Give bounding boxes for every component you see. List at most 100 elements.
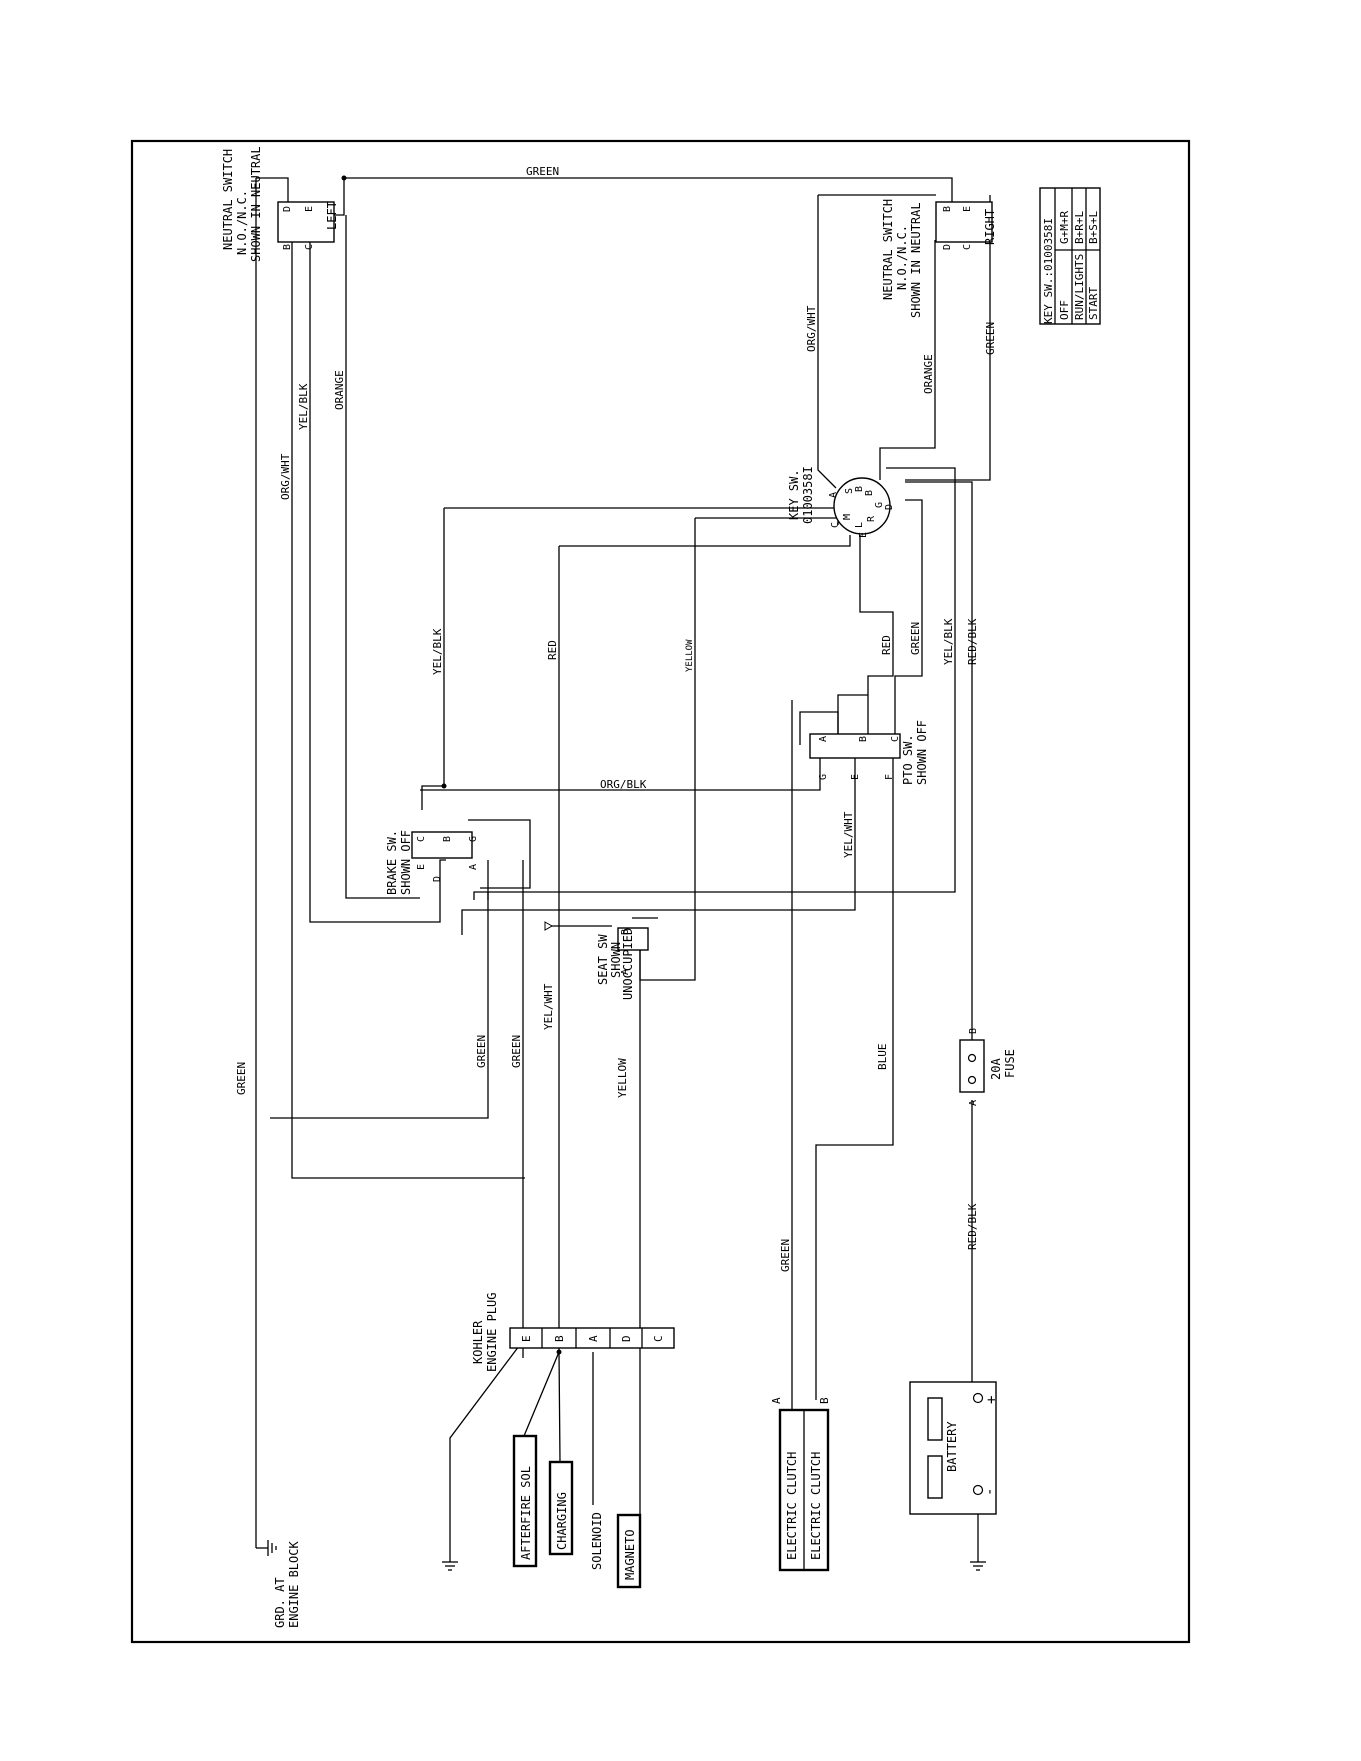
- wire-brake-g: [468, 819, 531, 889]
- label-red-blk-right: RED/BLK: [966, 618, 979, 665]
- magneto-label: MAGNETO: [623, 1529, 637, 1580]
- label-red-blk-battery: RED/BLK: [966, 1203, 979, 1250]
- brake-switch: BRAKE SW. SHOWN OFF C B G E D A: [385, 830, 479, 895]
- wire-yel-blk-left: [309, 240, 446, 923]
- neutral-left-body: [277, 201, 335, 243]
- label-org-wht-left: ORG/WHT: [279, 453, 292, 500]
- wire-yellow-mid: [639, 518, 696, 981]
- fuse-title-2: FUSE: [1003, 1049, 1017, 1078]
- label-green-top: GREEN: [526, 165, 559, 178]
- key-switch-title-2: 0100358I: [801, 466, 815, 524]
- junction-dot: [556, 1349, 562, 1355]
- label-yellow-mid: YELLOW: [685, 639, 695, 672]
- neutral-right-title-3: SHOWN IN NEUTRAL: [909, 202, 923, 318]
- pin-label: R: [866, 515, 877, 522]
- battery-plus: +: [984, 1396, 1000, 1404]
- neutral-right-body: [935, 201, 993, 243]
- label-org-wht-right: ORG/WHT: [805, 305, 818, 352]
- engine-plug-title-1: KOHLER: [471, 1320, 485, 1364]
- label-green-key: GREEN: [909, 622, 922, 655]
- pin-label: E: [416, 864, 427, 870]
- pin-label: C: [830, 522, 841, 528]
- arrow-icon: [544, 921, 554, 931]
- wire-red-key: [859, 535, 894, 735]
- ground-engine-block: [256, 1540, 277, 1556]
- neutral-right-title-2: N.O./N.C.: [895, 225, 909, 290]
- pin-label: C: [962, 244, 973, 250]
- label-green-brake1: GREEN: [475, 1035, 488, 1068]
- seat-title-2: SHOWN: [609, 942, 623, 978]
- ground-label-1: GRD. AT: [273, 1577, 287, 1628]
- pin-label: B: [442, 836, 453, 842]
- wire-red-blk-right: [905, 481, 973, 1040]
- pin-label: A: [620, 969, 631, 975]
- pin-label: D: [432, 876, 443, 882]
- electric-clutch: ELECTRIC CLUTCH ELECTRIC CLUTCH A B: [770, 1397, 831, 1572]
- label-yellow-seat: YELLOW: [616, 1058, 629, 1098]
- clutch-label-2: ELECTRIC CLUTCH: [809, 1452, 823, 1560]
- pin-label: S: [844, 488, 855, 494]
- label-yel-blk-left: YEL/BLK: [297, 383, 310, 430]
- key-table-header: KEY SW.:0100358I: [1042, 218, 1055, 324]
- pin-label: D: [884, 504, 895, 510]
- wire-green-brake1: [270, 860, 489, 1119]
- key-table-cell: OFF: [1058, 300, 1071, 320]
- fuse-body: [959, 1039, 985, 1093]
- label-yel-wht-seat: YEL/WHT: [542, 983, 555, 1030]
- label-yel-wht-pto: YEL/WHT: [842, 811, 855, 858]
- pin-label: E: [520, 1335, 533, 1342]
- engine-components: AFTERFIRE SOL CHARGING SOLENOID MAGNETO: [512, 1434, 642, 1589]
- neutral-switch-right: NEUTRAL SWITCH N.O./N.C. SHOWN IN NEUTRA…: [881, 199, 997, 318]
- wire-green-right: [905, 195, 991, 481]
- battery-cell: [927, 1397, 943, 1441]
- key-table-cell: G+M+R: [1058, 211, 1071, 244]
- wire-blue: [815, 745, 894, 1400]
- wire-pto-a: [837, 694, 868, 745]
- magneto-box: [616, 1513, 642, 1589]
- neutral-left-title-3: SHOWN IN NEUTRAL: [249, 146, 263, 262]
- seat-title-1: SEAT SW: [596, 934, 610, 985]
- engine-plug: KOHLER ENGINE PLUG E B A D C: [471, 1293, 675, 1372]
- pin-label: D: [620, 1335, 633, 1342]
- label-orange-right: ORANGE: [922, 354, 935, 394]
- label-yel-blk-mid: YEL/BLK: [431, 628, 444, 675]
- seat-switch-body: [617, 927, 649, 951]
- pin-label: A: [818, 736, 829, 742]
- neutral-left-title-1: NEUTRAL SWITCH: [221, 149, 235, 250]
- neutral-right-title-1: NEUTRAL SWITCH: [881, 199, 895, 300]
- fuse-title-1: 20A: [989, 1058, 1003, 1080]
- wire-orange-left: [345, 215, 420, 899]
- label-green-right: GREEN: [984, 322, 997, 355]
- ground-symbols: GRD. AT ENGINE BLOCK: [256, 1540, 986, 1628]
- wire-yel-blk-right: [473, 467, 956, 900]
- wire-yel-wht-pto: [461, 745, 856, 935]
- engine-plug-body: [509, 1327, 675, 1349]
- wire-org-wht-right: [817, 195, 837, 489]
- wire-labels: GREEN ORG/WHT YEL/BLK ORANGE YEL/BLK RED…: [235, 165, 997, 1272]
- pin-label: C: [890, 736, 901, 742]
- pin-label: E: [304, 206, 315, 212]
- label-green-brake2: GREEN: [510, 1035, 523, 1068]
- pin-label: C: [416, 836, 427, 842]
- pin-label: G: [468, 836, 479, 842]
- pin-label: A: [828, 492, 839, 498]
- brake-title-2: SHOWN OFF: [399, 830, 413, 895]
- charging-box: [548, 1460, 574, 1556]
- pin-label: A: [468, 864, 479, 870]
- battery-cell: [927, 1455, 943, 1499]
- pto-title-1: PTO SW.: [901, 734, 915, 785]
- wire-orange-right: [879, 240, 936, 480]
- label-yel-blk-right: YEL/BLK: [942, 618, 955, 665]
- pin-label: B: [282, 244, 293, 250]
- key-switch-title-1: KEY SW.: [787, 469, 801, 520]
- pin-label: B: [942, 206, 953, 212]
- pin-label: D: [942, 244, 953, 250]
- pin-label: C: [304, 244, 315, 250]
- wire-org-wht-left: [291, 240, 525, 1179]
- key-switch-body: [833, 477, 891, 535]
- pto-switch-body: [809, 733, 901, 759]
- label-green-ground: GREEN: [235, 1062, 248, 1095]
- label-orange-left: ORANGE: [333, 370, 346, 410]
- afterfire-box: [512, 1434, 538, 1568]
- pin-label: A: [770, 1397, 783, 1404]
